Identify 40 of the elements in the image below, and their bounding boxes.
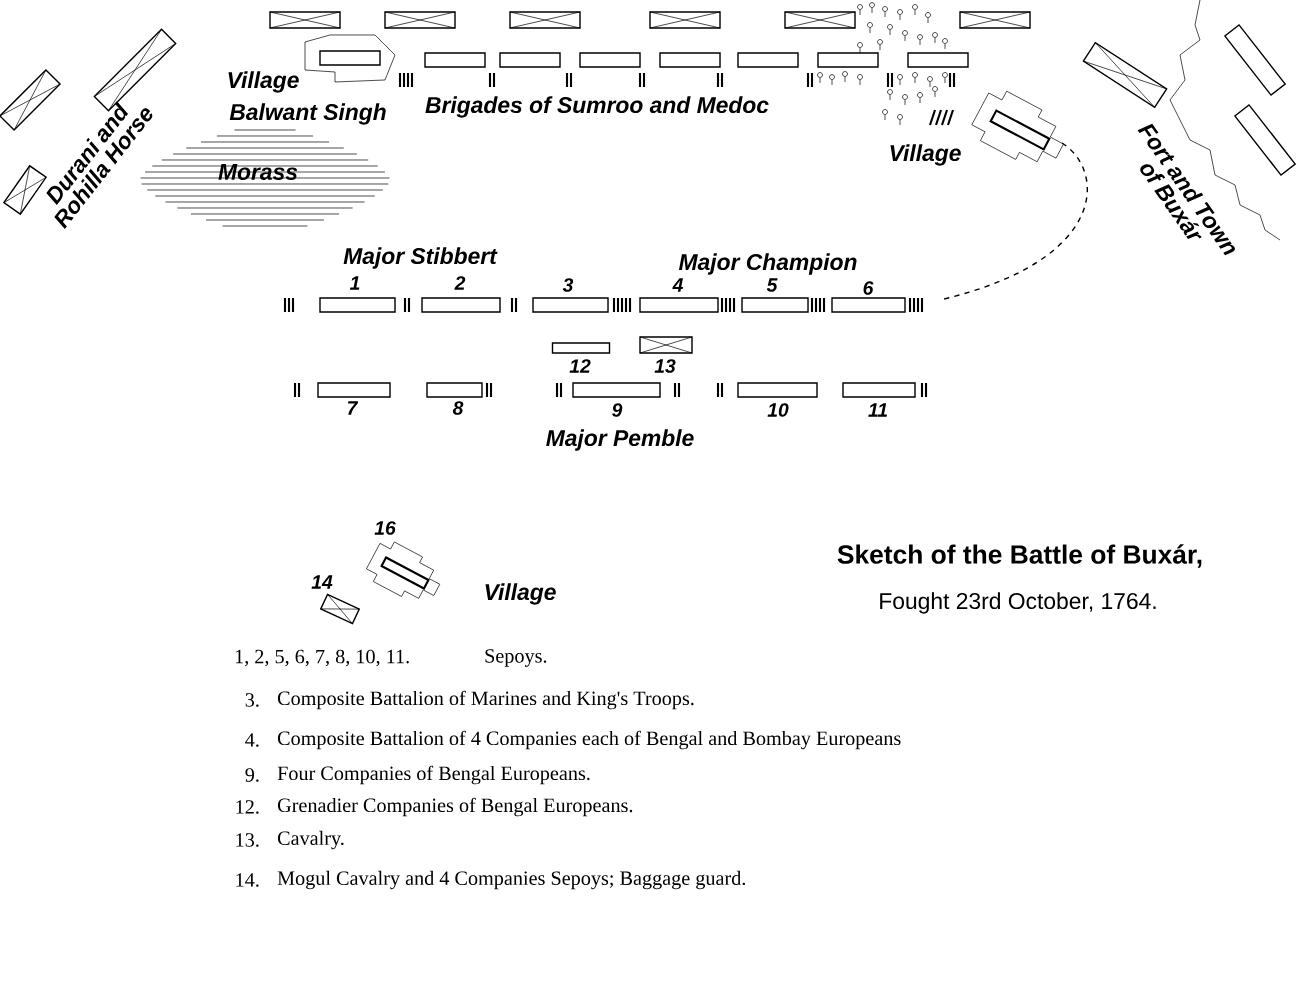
unit-number: 10 [767,403,789,417]
map-label: Morass [218,164,298,180]
unit-number: 1 [349,276,360,290]
unit-number: 6 [863,281,874,295]
key-text: Grenadier Companies of Bengal Europeans. [277,797,633,817]
key-number: 12. [236,800,259,814]
key-number: 14. [236,873,259,887]
unit-number: 16 [374,521,396,535]
map-label: Brigades of Sumroo and Medoc [425,96,769,118]
key-text: Composite Battalion of 4 Companies each of Bengal and Bombay Europeans [277,730,901,750]
key-text: Mogul Cavalry and 4 Companies Sepoys; Baggage guard. [277,870,746,890]
unit-number: 4 [672,278,684,292]
key-text: Cavalry. [277,830,344,850]
unit-number: 7 [348,401,359,415]
key-number: 3. [245,693,259,707]
unit-number: 14 [311,575,333,589]
key-text: Sepoys. [485,649,547,667]
map-label: Major Pemble [546,429,694,451]
map-label: Village [485,583,556,605]
key-number: 13. [236,833,259,847]
map-label: Balwant Singh [229,103,386,125]
map-label: Village [890,144,961,166]
key-text: Composite Battalion of Marines and King's Troops. [277,690,694,710]
key-number: 4. [245,733,259,747]
unit-number: 8 [452,401,464,415]
unit-number: 13 [654,359,676,373]
unit-number: 12 [569,359,591,373]
unit-number: 9 [612,403,623,417]
unit-number: 3 [562,278,574,292]
unit-number: 5 [766,278,778,292]
key-number: 9. [245,768,259,782]
title: Sketch of the Battle of Buxár, [837,544,1202,568]
map-label: Major Champion [678,253,857,275]
unit-number: 11 [868,403,887,417]
caption: Fought 23rd October, 1764. [880,592,1156,614]
key-number: 1, 2, 5, 6, 7, 8, 10, 11. [235,649,409,667]
unit-number: 2 [454,276,466,290]
key-text: Four Companies of Bengal Europeans. [277,765,590,785]
map-label: Village [228,71,299,93]
map-label: Major Stibbert [343,247,498,269]
